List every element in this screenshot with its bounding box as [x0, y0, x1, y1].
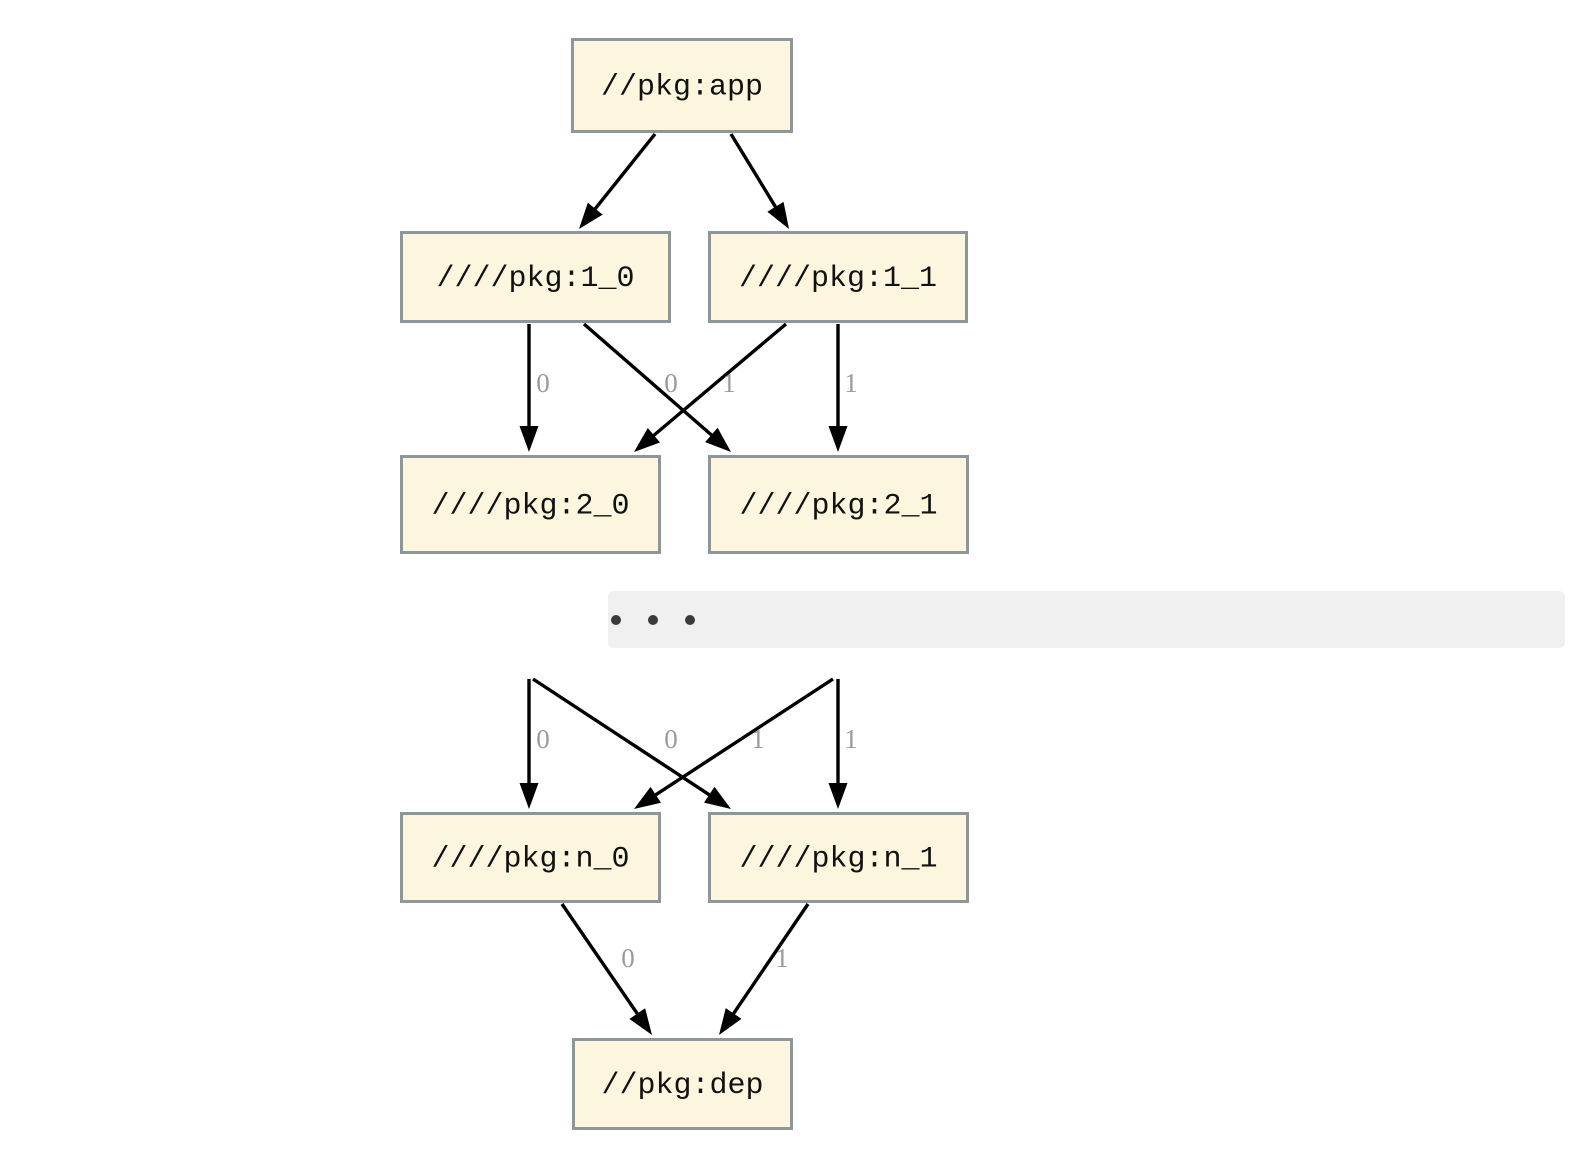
edge-n_0-to-dep: 0 — [560, 903, 652, 1035]
edge-1_1-to-2_1: 1 — [828, 324, 858, 452]
edge-ell2-to-n_1: 1 — [828, 679, 858, 809]
edge-line — [728, 903, 810, 1020]
node-t2_0[interactable]: ////pkg:2_0 — [400, 455, 661, 554]
node-app[interactable]: //pkg:app — [571, 38, 793, 133]
node-label: ////pkg:1_1 — [739, 262, 937, 296]
arrowhead-icon — [629, 1008, 652, 1035]
node-t2_1[interactable]: ////pkg:2_1 — [708, 455, 969, 554]
arrowhead-icon — [519, 426, 539, 452]
node-box[interactable] — [572, 1038, 793, 1130]
edge-line — [729, 133, 781, 213]
edge-label: 0 — [664, 724, 678, 754]
arrowhead-icon — [634, 427, 661, 452]
node-label: ////pkg:2_1 — [739, 489, 937, 523]
edge-ell-to-n_0: 0 — [519, 679, 550, 809]
node-tn_0[interactable]: ////pkg:n_0 — [400, 812, 661, 903]
arrowhead-icon — [634, 786, 661, 809]
edge-ell2-to-n_0: 1 — [634, 677, 834, 809]
node-box[interactable] — [400, 812, 661, 903]
node-tn_1[interactable]: ////pkg:n_1 — [708, 812, 969, 903]
edge-line — [649, 677, 834, 800]
edge-label: 0 — [536, 368, 550, 398]
edge-line — [560, 903, 643, 1020]
ellipsis-band — [608, 591, 1565, 648]
edge-1_0-to-2_0: 0 — [519, 324, 550, 452]
edge-app-to-1_0 — [579, 132, 657, 229]
edge-line — [532, 677, 716, 800]
node-t1_1[interactable]: ////pkg:1_1 — [708, 231, 968, 323]
node-label: //pkg:app — [601, 70, 763, 104]
node-box[interactable] — [708, 231, 968, 323]
node-box[interactable] — [571, 38, 793, 133]
arrowhead-icon — [767, 201, 789, 229]
arrowhead-icon — [519, 783, 539, 809]
edges-layer: 0 0 1 1 0 0 1 1 0 1 — [519, 132, 858, 1035]
node-label: //pkg:dep — [601, 1069, 763, 1103]
edge-label: 0 — [621, 943, 635, 973]
node-label: ////pkg:n_0 — [431, 842, 629, 876]
ellipsis-band-group — [608, 591, 1565, 648]
arrowhead-icon — [828, 426, 848, 452]
edge-n_1-to-dep: 1 — [719, 903, 810, 1035]
node-label: ////pkg:2_0 — [431, 489, 629, 523]
edge-app-to-1_1 — [729, 133, 789, 229]
edge-label: 1 — [844, 368, 858, 398]
arrowhead-icon — [579, 202, 603, 229]
node-box[interactable] — [708, 812, 969, 903]
node-box[interactable] — [400, 231, 671, 323]
edge-label: 0 — [536, 724, 550, 754]
node-box[interactable] — [708, 455, 969, 554]
nodes-layer: //pkg:app ////pkg:1_0 ////pkg:1_1 ////pkg:2… — [400, 38, 969, 1130]
edge-label: 1 — [775, 943, 789, 973]
edge-line — [582, 322, 718, 441]
node-dep[interactable]: //pkg:dep — [572, 1038, 793, 1130]
node-label: ////pkg:1_0 — [436, 262, 634, 296]
arrowhead-icon — [719, 1008, 742, 1035]
node-box[interactable] — [400, 455, 661, 554]
ellipsis-dot — [648, 615, 658, 625]
ellipsis-dot — [685, 615, 695, 625]
edge-ell-to-n_1: 0 — [532, 677, 731, 809]
node-t1_0[interactable]: ////pkg:1_0 — [400, 231, 671, 323]
edge-1_1-to-2_0: 1 — [634, 322, 788, 452]
node-label: ////pkg:n_1 — [739, 842, 937, 876]
edge-label: 1 — [722, 368, 736, 398]
edge-label: 0 — [664, 368, 678, 398]
arrowhead-icon — [704, 786, 731, 809]
arrowhead-icon — [828, 783, 848, 809]
arrowhead-icon — [705, 427, 731, 452]
ellipsis-dot — [611, 615, 621, 625]
edge-line — [648, 322, 788, 441]
edge-line — [590, 132, 657, 215]
edge-label: 1 — [844, 724, 858, 754]
edge-1_0-to-2_1: 0 — [582, 322, 731, 452]
edge-label: 1 — [751, 724, 765, 754]
